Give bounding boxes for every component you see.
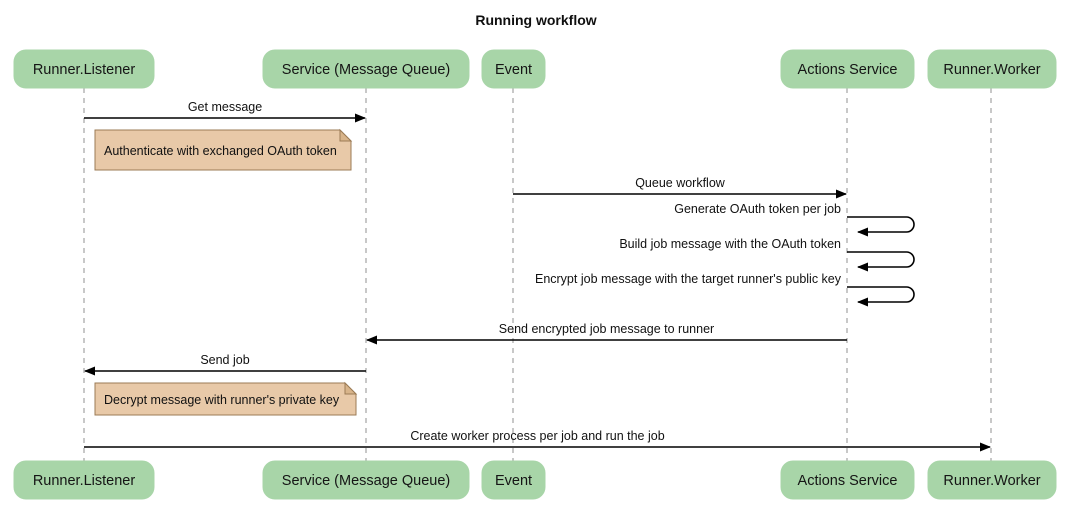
message-label: Create worker process per job and run th… — [410, 429, 664, 443]
participant-label: Runner.Worker — [943, 62, 1040, 78]
message-send-job: Send job — [84, 353, 366, 376]
notes: Authenticate with exchanged OAuth tokenD… — [94, 128, 358, 416]
participant-runner-worker-footer[interactable]: Runner.Worker — [927, 460, 1057, 500]
message-build-job-message-with-oauth-token: Build job message with the OAuth token — [619, 237, 915, 272]
participant-actions-service-footer[interactable]: Actions Service — [780, 460, 915, 500]
message-label: Build job message with the OAuth token — [619, 237, 841, 251]
message-label: Queue workflow — [635, 176, 726, 190]
lifelines — [83, 88, 992, 461]
participant-label: Service (Message Queue) — [282, 62, 450, 78]
note-label: Authenticate with exchanged OAuth token — [104, 144, 337, 158]
participant-box — [927, 49, 1057, 89]
participant-box — [481, 49, 546, 89]
page-title: Running workflow — [475, 12, 596, 28]
note-body — [94, 382, 357, 416]
message-label: Send encrypted job message to runner — [499, 322, 714, 336]
participants-header: Runner.Listener Service (Message Queue) Ev… — [13, 49, 1057, 89]
message-label: Encrypt job message with the target runn… — [535, 272, 842, 286]
participant-box — [262, 49, 470, 89]
diagram-title: Running workflow — [475, 12, 596, 28]
message-send-encrypted-job-message-to-runner: Send encrypted job message to runner — [366, 322, 847, 345]
participant-box — [780, 49, 915, 89]
note-fold-corner — [339, 128, 353, 142]
note-body — [94, 129, 352, 171]
note-label: Decrypt message with runner's private ke… — [104, 393, 340, 407]
message-self-loop-line — [847, 216, 915, 237]
note-fold-corner — [344, 381, 358, 395]
message-label: Generate OAuth token per job — [674, 202, 841, 216]
participant-box — [262, 460, 470, 500]
participant-box — [13, 49, 155, 89]
participant-label: Runner.Listener — [33, 62, 136, 78]
participant-label: Actions Service — [798, 473, 898, 489]
participant-box — [13, 460, 155, 500]
participant-actions-service-header[interactable]: Actions Service — [780, 49, 915, 89]
participant-label: Runner.Listener — [33, 473, 136, 489]
participant-label: Runner.Worker — [943, 473, 1040, 489]
message-label: Get message — [188, 100, 262, 114]
participant-service-message-queue-header[interactable]: Service (Message Queue) — [262, 49, 470, 89]
message-create-worker-process-run-job: Create worker process per job and run th… — [84, 429, 991, 452]
participant-box — [481, 460, 546, 500]
message-queue-workflow: Queue workflow — [513, 176, 847, 199]
participant-runner-worker-header[interactable]: Runner.Worker — [927, 49, 1057, 89]
participant-box — [927, 460, 1057, 500]
message-encrypt-job-message-public-key: Encrypt job message with the target runn… — [535, 272, 915, 307]
participant-label: Event — [495, 473, 532, 489]
participant-box — [780, 460, 915, 500]
message-self-loop-line — [847, 251, 915, 272]
participant-runner-listener-header[interactable]: Runner.Listener — [13, 49, 155, 89]
participant-runner-listener-footer[interactable]: Runner.Listener — [13, 460, 155, 500]
participant-label: Event — [495, 62, 532, 78]
note-decrypt-message-with-runners-private-key: Decrypt message with runner's private ke… — [94, 381, 358, 416]
participant-service-message-queue-footer[interactable]: Service (Message Queue) — [262, 460, 470, 500]
message-label: Send job — [200, 353, 249, 367]
participants-footer: Runner.Listener Service (Message Queue) Ev… — [13, 460, 1057, 500]
participant-label: Service (Message Queue) — [282, 473, 450, 489]
message-self-loop-line — [847, 286, 915, 307]
participant-event-footer[interactable]: Event — [481, 460, 546, 500]
note-authenticate-with-exchanged-oauth-token: Authenticate with exchanged OAuth token — [94, 128, 353, 171]
participant-event-header[interactable]: Event — [481, 49, 546, 89]
message-generate-oauth-token-per-job: Generate OAuth token per job — [674, 202, 915, 237]
participant-label: Actions Service — [798, 62, 898, 78]
message-get-message: Get message — [84, 100, 366, 123]
